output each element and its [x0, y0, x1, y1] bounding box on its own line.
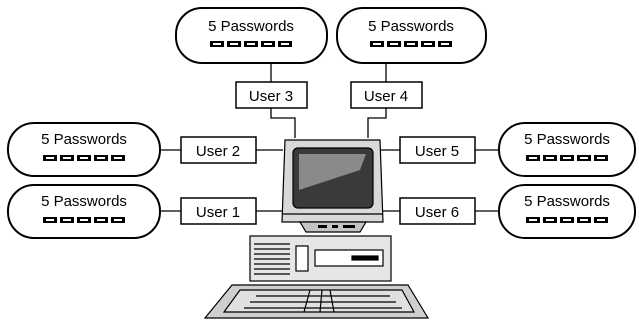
password-slot-highlight	[390, 43, 398, 45]
password-bubble-label: 5 Passwords	[41, 131, 127, 148]
password-slot-highlight	[441, 43, 449, 45]
password-bubble-label: 5 Passwords	[524, 193, 610, 210]
password-slots	[370, 41, 452, 47]
user-box-user4: User 4	[350, 81, 423, 109]
keyboard-keys	[303, 289, 335, 313]
password-bubble-label: 5 Passwords	[368, 18, 454, 35]
password-slot-highlight	[373, 43, 381, 45]
user-box-label: User 2	[196, 143, 240, 160]
password-slot-highlight	[80, 157, 88, 159]
connector-user3-to-computer	[270, 108, 296, 138]
password-slot-highlight	[264, 43, 272, 45]
password-slot-highlight	[281, 43, 289, 45]
system-unit-icon	[249, 235, 392, 282]
password-bubble-user4: 5 Passwords	[336, 7, 487, 64]
user-box-outline	[399, 136, 476, 164]
password-slot-highlight	[563, 219, 571, 221]
user-box-user3: User 3	[235, 81, 308, 109]
drive-bay	[295, 245, 309, 272]
password-bubble-outline	[7, 122, 161, 177]
password-slot-highlight	[546, 219, 554, 221]
password-slot-highlight	[424, 43, 432, 45]
user-box-label: User 1	[196, 204, 240, 221]
password-slot-highlight	[580, 219, 588, 221]
password-slot-highlight	[529, 157, 537, 159]
password-slot-highlight	[97, 219, 105, 221]
monitor-screen-glare	[299, 154, 366, 190]
password-bubble-user5: 5 Passwords	[498, 122, 636, 177]
user-box-label: User 5	[415, 143, 459, 160]
user-box-user5: User 5	[399, 136, 476, 164]
password-slot-highlight	[114, 219, 122, 221]
password-slot-highlight	[46, 157, 54, 159]
password-bubble-user2: 5 Passwords	[7, 122, 161, 177]
password-slot-highlight	[563, 157, 571, 159]
user-box-label: User 4	[364, 88, 408, 105]
password-bubble-outline	[175, 7, 328, 64]
user-box-outline	[180, 136, 257, 164]
user-box-user1: User 1	[180, 197, 257, 225]
password-slot-highlight	[80, 219, 88, 221]
user-box-user6: User 6	[399, 197, 476, 225]
monitor-button-2	[332, 225, 338, 228]
user-box-outline	[235, 81, 308, 109]
password-slots	[210, 41, 292, 47]
disk-drive-opening	[351, 255, 379, 261]
password-bubble-outline	[498, 184, 636, 239]
password-bubble-user3: 5 Passwords	[175, 7, 328, 64]
password-bubble-outline	[7, 184, 161, 239]
password-slot-highlight	[97, 157, 105, 159]
disk-drive-slot	[314, 249, 384, 267]
password-bubble-user6: 5 Passwords	[498, 184, 636, 239]
password-bubble-label: 5 Passwords	[524, 131, 610, 148]
user-box-outline	[350, 81, 423, 109]
monitor-icon	[281, 139, 384, 233]
password-bubble-user1: 5 Passwords	[7, 184, 161, 239]
password-slot-highlight	[597, 219, 605, 221]
user-box-outline	[180, 197, 257, 225]
password-bubble-label: 5 Passwords	[41, 193, 127, 210]
password-slot-highlight	[580, 157, 588, 159]
password-bubble-label: 5 Passwords	[208, 18, 294, 35]
password-slot-highlight	[597, 157, 605, 159]
password-slots	[43, 217, 125, 223]
password-slots	[526, 217, 608, 223]
user-box-label: User 3	[249, 88, 293, 105]
password-slot-highlight	[529, 219, 537, 221]
desktop-computer-icon	[203, 139, 430, 319]
connector-lines	[160, 63, 499, 212]
password-slot-highlight	[546, 157, 554, 159]
password-slot-highlight	[247, 43, 255, 45]
password-slot-highlight	[114, 157, 122, 159]
user-box-user2: User 2	[180, 136, 257, 164]
user-box-outline	[399, 197, 476, 225]
password-slot-highlight	[213, 43, 221, 45]
password-bubble-outline	[336, 7, 487, 64]
password-slots	[43, 155, 125, 161]
password-bubble-outline	[498, 122, 636, 177]
user-box-label: User 6	[415, 204, 459, 221]
password-slot-highlight	[230, 43, 238, 45]
monitor-button-1	[318, 225, 327, 228]
connector-user4-to-computer	[367, 108, 387, 138]
password-slot-highlight	[407, 43, 415, 45]
keyboard-top	[222, 289, 416, 313]
password-slot-highlight	[46, 219, 54, 221]
keyboard-icon	[203, 284, 430, 319]
password-slots	[526, 155, 608, 161]
password-slot-highlight	[63, 219, 71, 221]
monitor-button-3	[343, 225, 355, 228]
password-slot-highlight	[63, 157, 71, 159]
